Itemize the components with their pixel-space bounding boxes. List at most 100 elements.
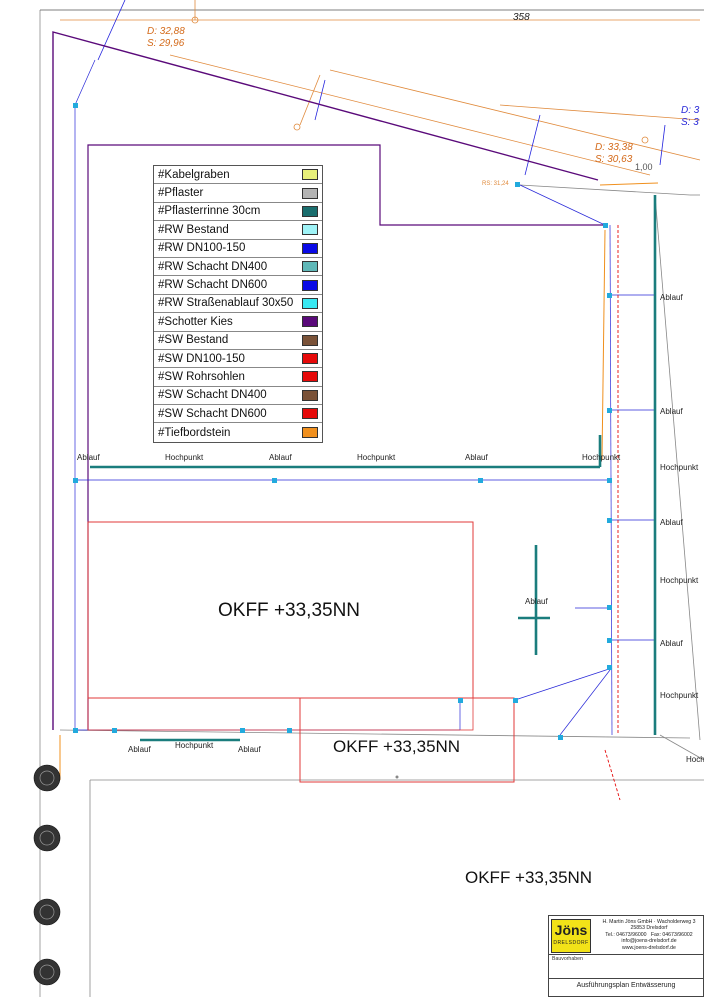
- legend-row: #Pflaster: [154, 184, 322, 203]
- legend-row: #SW Rohrsohlen: [154, 368, 322, 387]
- legend-row: #RW DN100-150: [154, 240, 322, 258]
- legend-label: #SW Schacht DN600: [158, 407, 267, 420]
- legend-row: #Tiefbordstein: [154, 423, 322, 441]
- company-city: 25853 Drelsdorf: [630, 925, 668, 932]
- logo-text: Jöns: [554, 922, 588, 938]
- hochpunkt-label-2: Hochpunkt: [357, 453, 396, 462]
- gravel-boundary-inner: [87, 144, 605, 730]
- pavement-edges: [59, 184, 704, 997]
- sheet-number: 358: [513, 12, 530, 23]
- legend-label: #Schotter Kies: [158, 315, 233, 328]
- building-lower-strip: [87, 697, 474, 731]
- hochpunkt-label-8: Hochpunkt: [686, 755, 704, 764]
- legend-table: #Kabelgraben #Pflaster #Pflasterrinne 30cm…: [153, 165, 323, 443]
- legend-label: #Tiefbordstein: [158, 426, 231, 439]
- legend-swatch: [302, 371, 318, 383]
- rw-existing-lines: [97, 0, 666, 176]
- legend-row: #Pflasterrinne 30cm: [154, 203, 322, 222]
- company-phone-fax: Tel.: 04673/96000 Fax: 04673/96002: [605, 931, 693, 938]
- building-annex: [299, 697, 515, 783]
- logo-subtext: DRELSDORF: [553, 940, 589, 946]
- point-d-1: D: 32,88: [147, 26, 185, 37]
- legend-swatch: [302, 408, 318, 420]
- ablauf-label-5: Ablauf: [660, 407, 683, 416]
- legend-row: #SW Schacht DN400: [154, 387, 322, 406]
- gravel-boundary-outer: [52, 31, 599, 730]
- point-s-2: S: 30,63: [595, 154, 633, 165]
- legend-label: #SW Schacht DN400: [158, 389, 267, 402]
- floor-level-annex: OKFF +33,35NN: [333, 737, 460, 756]
- legend-row: #Schotter Kies: [154, 313, 322, 332]
- legend-swatch: [302, 169, 318, 181]
- elevation-marker: 1,00: [635, 162, 653, 172]
- legend-swatch: [302, 316, 318, 328]
- company-name: H. Martin Jöns GmbH · Wacholderweg 3: [602, 919, 696, 925]
- title-block-divider-1: [549, 954, 703, 955]
- tree-texture: [39, 770, 55, 980]
- legend-swatch: [302, 334, 318, 346]
- title-block: Jöns DRELSDORF H. Martin Jöns GmbH · Wac…: [548, 915, 704, 997]
- legend-label: #SW DN100-150: [158, 352, 245, 365]
- floor-level-lower: OKFF +33,35NN: [465, 868, 592, 887]
- legend-swatch: [302, 297, 318, 309]
- legend-label: #RW DN100-150: [158, 242, 246, 255]
- trees: [33, 764, 61, 986]
- annex-point-marker: [395, 775, 399, 779]
- title-block-divider-2: [549, 978, 703, 979]
- legend-row: #RW Bestand: [154, 221, 322, 240]
- ablauf-label-4: Ablauf: [660, 293, 683, 302]
- legend-row: #SW DN100-150: [154, 350, 322, 369]
- legend-row: #RW Straßenablauf 30x50: [154, 295, 322, 314]
- company-address: H. Martin Jöns GmbH · Wacholderweg 3 258…: [595, 919, 703, 951]
- point-s-1: S: 29,96: [147, 38, 185, 49]
- legend-label: #RW Bestand: [158, 223, 229, 236]
- legend-row: #SW Bestand: [154, 332, 322, 350]
- legend-row: #RW Schacht DN400: [154, 258, 322, 277]
- hochpunkt-label-6: Hochpunkt: [660, 691, 699, 700]
- company-web: www.joens-drelsdorf.de: [622, 944, 676, 951]
- legend-swatch: [302, 389, 318, 401]
- legend-swatch: [302, 261, 318, 273]
- ablauf-label-3: Ablauf: [465, 453, 488, 462]
- ablauf-label-1: Ablauf: [77, 453, 100, 462]
- gutter-lines: [90, 195, 657, 742]
- hochpunkt-label-1: Hochpunkt: [165, 453, 204, 462]
- legend-swatch: [302, 427, 318, 439]
- legend-label: #Pflasterrinne 30cm: [158, 205, 261, 218]
- ablauf-label-8: Ablauf: [660, 639, 683, 648]
- kerb-lines: [59, 182, 659, 780]
- point-d-2: D: 33,38: [595, 142, 633, 153]
- floor-level-main: OKFF +33,35NN: [218, 600, 360, 621]
- legend-label: #RW Schacht DN600: [158, 279, 268, 292]
- hochpunkt-label-4: Hochpunkt: [660, 463, 699, 472]
- legend-label: #SW Bestand: [158, 334, 229, 347]
- legend-label: #RW Schacht DN400: [158, 260, 268, 273]
- hochpunkt-label-7: Hochpunkt: [175, 741, 214, 750]
- legend-swatch: [302, 187, 318, 199]
- rs-label: RS: 31,24: [482, 181, 509, 187]
- company-logo: Jöns DRELSDORF: [551, 919, 591, 953]
- ablauf-label-2: Ablauf: [269, 453, 292, 462]
- legend-label: #Kabelgraben: [158, 168, 230, 181]
- sw-pipes: [604, 225, 621, 801]
- inspection-markers: [73, 103, 612, 740]
- ablauf-label-10: Ablauf: [238, 745, 261, 754]
- legend-row: #Kabelgraben: [154, 166, 322, 185]
- legend-label: #Pflaster: [158, 187, 204, 200]
- legend-label: #RW Straßenablauf 30x50: [158, 297, 294, 310]
- legend-label: #SW Rohrsohlen: [158, 370, 245, 383]
- hochpunkt-label-5: Hochpunkt: [660, 576, 699, 585]
- legend-swatch: [302, 242, 318, 254]
- point-d-3-partial: D: 3: [681, 105, 700, 116]
- legend-swatch: [302, 353, 318, 365]
- legend-swatch: [302, 279, 318, 291]
- legend-row: #SW Schacht DN600: [154, 405, 322, 424]
- survey-lines: [60, 0, 701, 176]
- hochpunkt-label-3: Hochpunkt: [582, 453, 621, 462]
- ablauf-label-9: Ablauf: [128, 745, 151, 754]
- point-s-3-partial: S: 3: [681, 117, 699, 128]
- legend-row: #RW Schacht DN600: [154, 276, 322, 295]
- ablauf-label-7: Ablauf: [525, 597, 548, 606]
- company-email: info@joens-drelsdorf.de: [621, 938, 677, 945]
